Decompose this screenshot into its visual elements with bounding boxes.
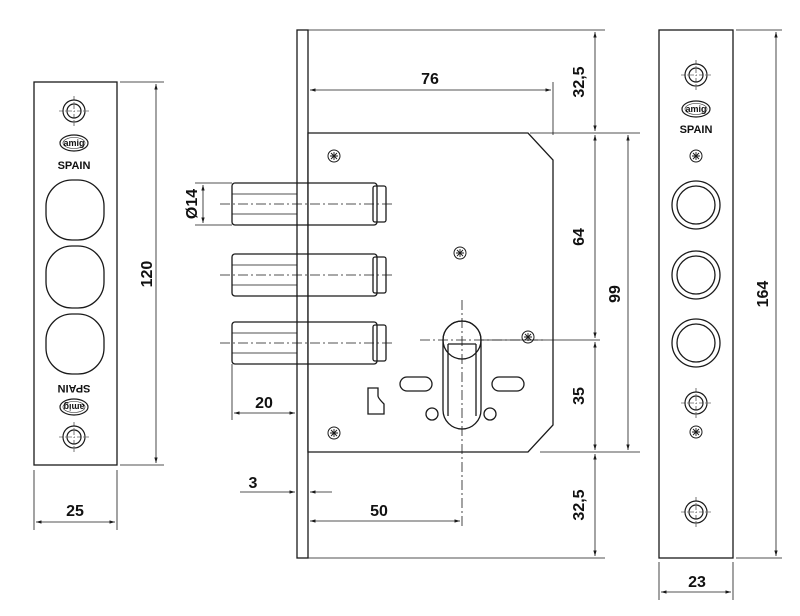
bolt-hole <box>671 180 721 230</box>
bolt-hole <box>671 250 721 300</box>
logo-text-top: amig <box>63 138 84 148</box>
dim-bottom-offset: 32,5 <box>571 489 588 520</box>
logo-text-bottom: amig <box>63 402 84 412</box>
bolt-opening <box>45 313 105 375</box>
lock-case <box>307 132 554 453</box>
screw-icon <box>521 330 535 344</box>
screw-hole-icon <box>58 95 90 127</box>
screw-icon <box>689 425 703 439</box>
dim-left-plate-height: 120 <box>139 261 156 288</box>
bolt-opening <box>45 245 105 309</box>
bolt-hole <box>671 318 721 368</box>
screw-hole-icon <box>680 59 712 91</box>
dim-backset-top: 76 <box>421 71 439 88</box>
bolt <box>220 253 392 297</box>
bolt <box>220 182 392 226</box>
left-strike-plate: amig SPAIN SPAIN amig 25 120 <box>33 81 164 530</box>
spain-text-right: SPAIN <box>680 124 713 136</box>
dim-right-plate-width: 23 <box>688 574 706 591</box>
logo-text-right: amig <box>685 104 706 114</box>
dim-top-offset: 32,5 <box>571 66 588 97</box>
screw-hole-icon <box>680 387 712 419</box>
screw-icon <box>327 149 341 163</box>
bolt <box>220 321 392 365</box>
screw-hole-icon <box>680 496 712 528</box>
dim-bolt-diameter: Ø14 <box>184 189 201 219</box>
screw-icon <box>453 246 467 260</box>
screw-icon <box>327 426 341 440</box>
spain-text-top: SPAIN <box>58 160 91 172</box>
dim-right-plate-height: 164 <box>755 281 772 308</box>
bolt-opening <box>45 179 105 241</box>
dim-faceplate-thickness: 3 <box>249 475 258 492</box>
dim-backset: 50 <box>370 503 388 520</box>
faceplate <box>296 29 309 559</box>
right-faceplate: amig SPAIN 164 23 <box>658 29 782 600</box>
screw-hole-icon <box>58 421 90 453</box>
screw-icon <box>689 149 703 163</box>
dim-upper-section: 64 <box>571 228 588 246</box>
spain-text-bottom: SPAIN <box>58 382 91 394</box>
dim-total-case-height: 99 <box>607 285 624 303</box>
lock-body: 76 Ø14 20 3 50 32,5 64 35 <box>184 29 640 559</box>
dim-bolt-throw: 20 <box>255 395 273 412</box>
dim-lower-section: 35 <box>571 387 588 405</box>
dim-left-plate-width: 25 <box>66 503 84 520</box>
